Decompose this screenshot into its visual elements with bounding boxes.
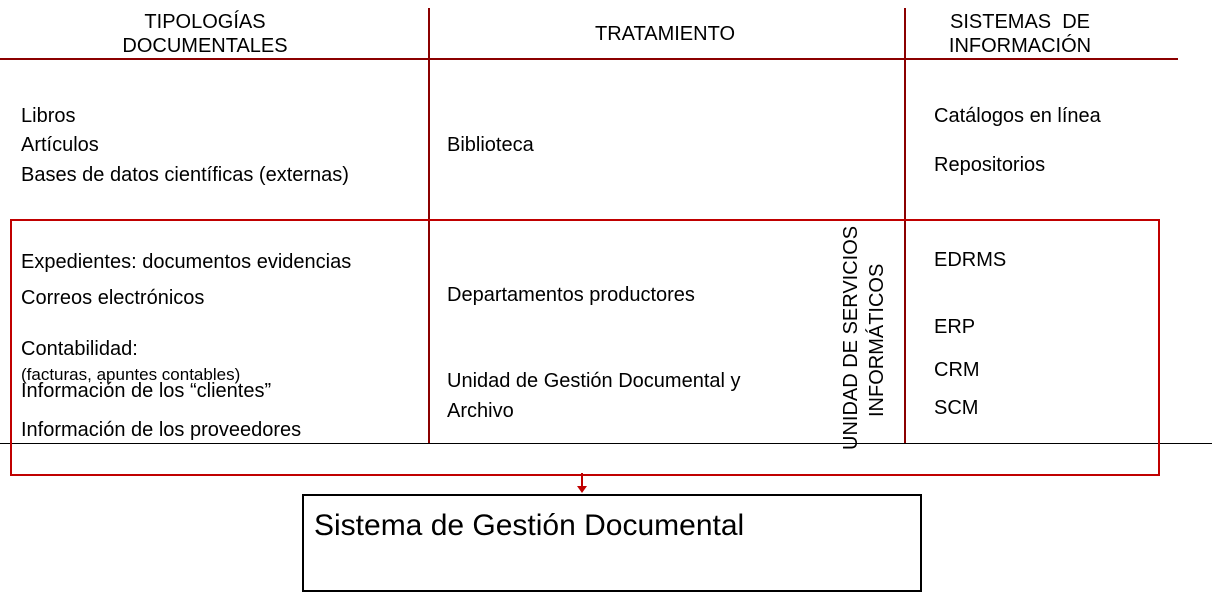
treatment-departamentos: Departamentos productores <box>447 284 695 306</box>
treatment-unidad-gestion: Unidad de Gestión Documental y <box>447 370 741 392</box>
type-contabilidad: Contabilidad: <box>21 338 138 360</box>
type-articulos: Artículos <box>21 134 99 156</box>
treatment-archivo: Archivo <box>447 400 514 422</box>
result-box-title: Sistema de Gestión Documental <box>314 509 745 542</box>
header-divider <box>0 58 1178 60</box>
header-sistemas: SISTEMAS DE INFORMACIÓN <box>920 10 1120 58</box>
vertical-label-line2: INFORMÁTICOS <box>866 263 888 417</box>
system-crm: CRM <box>934 359 980 381</box>
header-sistemas-line2: INFORMACIÓN <box>948 35 1092 57</box>
type-clientes: Información de los “clientes” <box>21 380 272 402</box>
header-sistemas-line1: SISTEMAS DE <box>949 11 1091 33</box>
type-bases-datos: Bases de datos científicas (externas) <box>21 164 349 186</box>
header-tipologias: TIPOLOGÍAS DOCUMENTALES <box>90 10 320 58</box>
system-scm: SCM <box>934 397 979 419</box>
header-tipologias-line1: TIPOLOGÍAS <box>144 11 266 33</box>
system-edrms: EDRMS <box>934 249 1007 271</box>
system-catalogos: Catálogos en línea <box>934 105 1101 127</box>
connector-line <box>581 473 583 487</box>
type-contabilidad-detalle: (facturas, apuntes contables) <box>21 365 241 384</box>
system-erp: ERP <box>934 316 976 338</box>
column-divider-2 <box>904 8 906 444</box>
header-tratamiento: TRATAMIENTO <box>560 22 770 46</box>
type-correos: Correos electrónicos <box>21 287 205 309</box>
arrow-down-icon <box>577 486 587 493</box>
header-tratamiento-label: TRATAMIENTO <box>595 23 735 45</box>
vertical-label-line1: UNIDAD DE SERVICIOS <box>840 225 862 450</box>
result-box: Sistema de Gestión Documental <box>302 494 922 592</box>
vertical-label-unidad-servicios: UNIDAD DE SERVICIOS INFORMÁTICOS <box>838 226 890 450</box>
header-tipologias-line2: DOCUMENTALES <box>122 35 288 57</box>
type-proveedores: Información de los proveedores <box>21 419 302 441</box>
section2-frame <box>10 219 1160 476</box>
treatment-biblioteca: Biblioteca <box>447 134 534 156</box>
type-expedientes: Expedientes: documentos evidencias <box>21 251 352 273</box>
column-divider-1 <box>428 8 430 444</box>
bottom-divider <box>0 443 1212 444</box>
type-libros: Libros <box>21 105 76 127</box>
system-repositorios: Repositorios <box>934 154 1046 176</box>
